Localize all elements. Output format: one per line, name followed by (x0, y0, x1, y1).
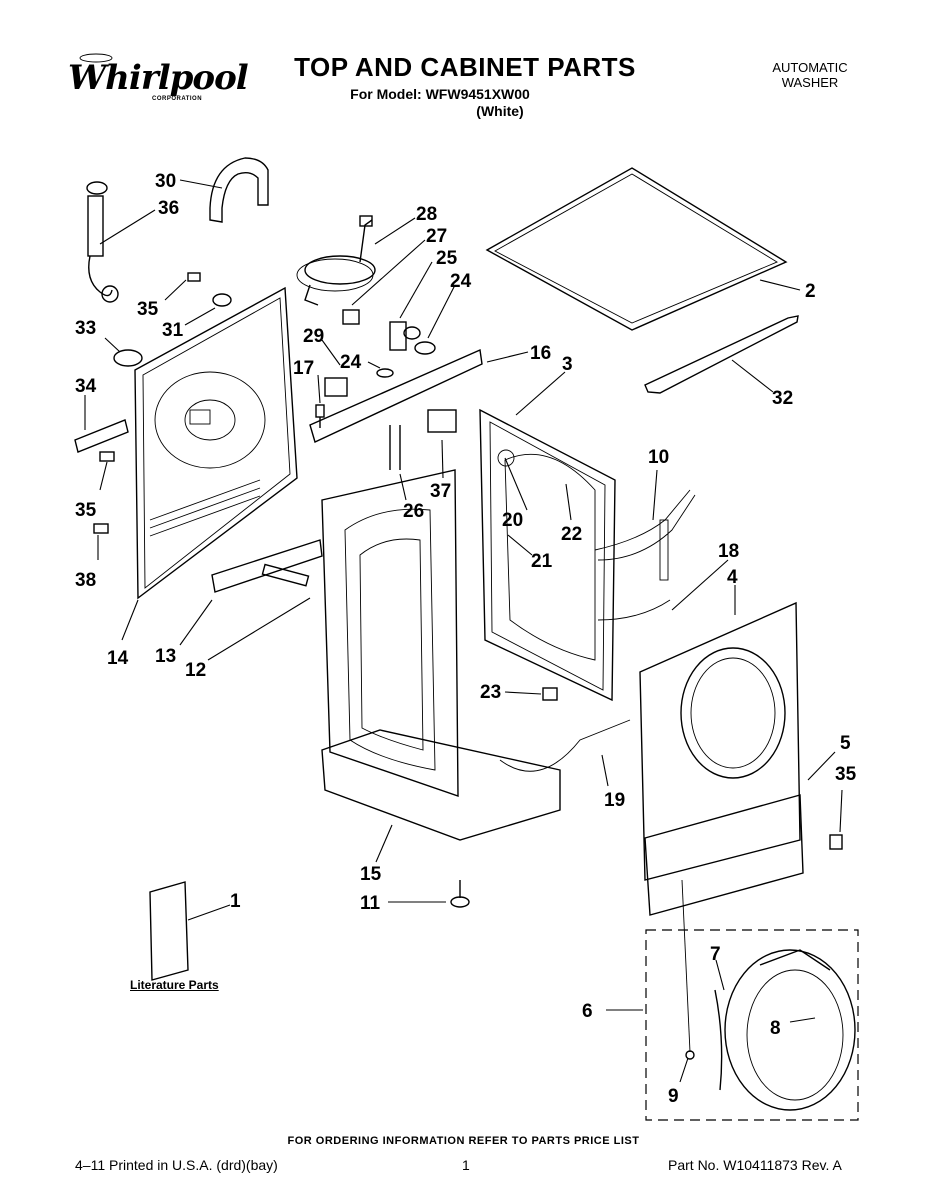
callout-15: 15 (360, 864, 382, 885)
callout-labels: 30 36 28 27 25 24 2 35 31 33 29 24 16 3 … (75, 171, 857, 1107)
callout-7: 7 (710, 944, 721, 965)
screw-38-part (93, 523, 109, 534)
callout-34: 34 (75, 376, 97, 397)
screw-35-part (187, 272, 201, 282)
part-23 (542, 687, 558, 701)
front-panel-part (639, 601, 801, 881)
callout-23: 23 (480, 682, 501, 703)
callout-27: 27 (426, 226, 447, 247)
brand-name: Whirlpool (68, 58, 249, 98)
callout-35c: 35 (835, 764, 857, 785)
callout-19: 19 (604, 790, 625, 811)
screw-35-left-part (99, 451, 115, 462)
clamp-small-part (376, 368, 394, 378)
callout-25: 25 (436, 248, 458, 269)
callout-2: 2 (805, 281, 816, 302)
callout-32: 32 (772, 388, 793, 409)
callout-20: 20 (502, 510, 523, 531)
callout-13: 13 (155, 646, 176, 667)
clip-strip-part (74, 419, 129, 453)
wire-19-part (499, 719, 631, 772)
callout-37: 37 (430, 481, 451, 502)
base-part (321, 729, 561, 841)
callout-11: 11 (360, 893, 381, 914)
logo-swoosh (79, 53, 113, 63)
leader-lines (84, 179, 843, 1083)
model-line: For Model: WFW9451XW00 (350, 86, 530, 102)
bracket-37-part (427, 409, 457, 433)
callout-31: 31 (162, 320, 184, 341)
callout-21: 21 (531, 551, 553, 572)
bracket-13-part (211, 539, 323, 593)
toe-panel-part (644, 794, 804, 916)
print-info: 4–11 Printed in U.S.A. (drd)(bay) (75, 1157, 278, 1173)
callout-4: 4 (727, 567, 738, 588)
callout-17: 17 (293, 358, 314, 379)
callout-35a: 35 (137, 299, 159, 320)
valve-part (389, 321, 421, 351)
callout-24a: 24 (450, 271, 472, 292)
callout-5: 5 (840, 733, 851, 754)
rear-panel-part (134, 286, 298, 600)
ordering-info: FOR ORDERING INFORMATION REFER TO PARTS … (287, 1135, 640, 1147)
grommet-part (113, 349, 143, 367)
callout-36: 36 (158, 198, 179, 219)
cabinet-part (479, 408, 616, 702)
callout-3: 3 (562, 354, 573, 375)
callout-30: 30 (155, 171, 176, 192)
callout-6: 6 (582, 1001, 593, 1022)
callout-26: 26 (403, 501, 424, 522)
power-cord-part (296, 215, 376, 306)
product-type: AUTOMATIC WASHER (750, 60, 870, 90)
brace-part (644, 315, 799, 394)
callout-16: 16 (530, 343, 551, 364)
bracket-29-part (324, 377, 348, 397)
door-boot-part (685, 949, 856, 1111)
callout-18: 18 (718, 541, 739, 562)
screw-17-part (315, 404, 325, 428)
color-line: (White) (476, 103, 524, 119)
product-type-line1: AUTOMATIC (772, 60, 848, 75)
callout-24b: 24 (340, 352, 362, 373)
callout-33: 33 (75, 318, 96, 339)
clip-part (209, 157, 269, 223)
leveling-foot-part (450, 880, 470, 908)
top-panel-part (485, 167, 788, 331)
callout-1: 1 (230, 891, 241, 912)
bracket-part (342, 309, 360, 325)
inlet-hose-part (86, 181, 119, 303)
brand-corporation: CORPORATION (152, 96, 203, 102)
callout-28: 28 (416, 204, 437, 225)
literature-part (149, 881, 189, 981)
clamp-31-part (212, 293, 232, 307)
drain-hose-part (389, 425, 401, 470)
callout-10: 10 (648, 447, 669, 468)
product-type-line2: WASHER (781, 75, 839, 90)
side-panel-part (321, 469, 459, 797)
wire-harness-part (594, 489, 696, 621)
whirlpool-logo: Whirlpool CORPORATION (68, 52, 249, 107)
boot-kit-box (645, 929, 859, 1121)
clamp-part (414, 341, 436, 355)
literature-parts-label: Literature Parts (130, 978, 219, 992)
page-title: TOP AND CABINET PARTS (294, 52, 636, 82)
page-number: 1 (462, 1157, 470, 1173)
callout-12: 12 (185, 660, 206, 681)
callout-8: 8 (770, 1018, 781, 1039)
clamp-wire (681, 879, 691, 1053)
console-bar-part (309, 348, 483, 443)
callout-38: 38 (75, 570, 96, 591)
callout-22: 22 (561, 524, 582, 545)
callout-9: 9 (668, 1086, 679, 1107)
callout-14: 14 (107, 648, 129, 669)
callout-29: 29 (303, 326, 324, 347)
screw-35-right-part (829, 834, 843, 850)
heater-part (261, 563, 310, 587)
part-number: Part No. W10411873 Rev. A (668, 1157, 842, 1173)
callout-35b: 35 (75, 500, 97, 521)
